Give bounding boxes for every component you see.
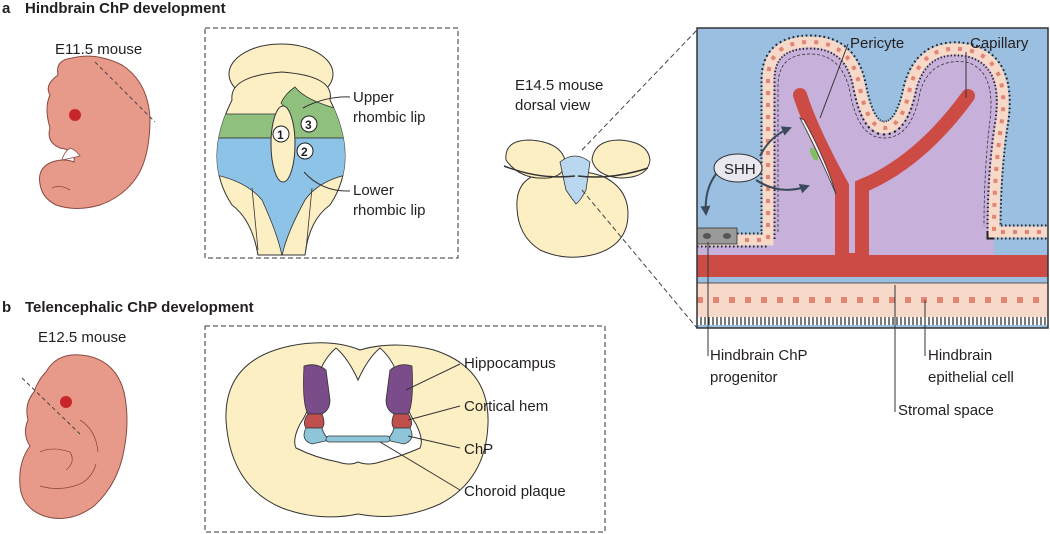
e11-5-section-line — [94, 61, 156, 123]
pericyte-leader — [819, 43, 849, 119]
panel-a-title: Hindbrain ChP development — [25, 0, 226, 17]
region-marker-2: 2 — [296, 142, 314, 160]
upper-lip-leader — [302, 96, 351, 109]
shh-arrow-right — [755, 179, 810, 194]
capillary-label: Capillary — [970, 35, 1029, 52]
zoom-line-top — [581, 29, 698, 151]
detail-frame — [696, 27, 1049, 329]
e12-5-label: E12.5 mouse — [38, 329, 126, 346]
capillary-trunk — [697, 255, 1048, 277]
shh-label: SHH — [724, 161, 756, 178]
hippocampus-leader — [405, 363, 461, 391]
shh-arrow-up — [759, 126, 792, 157]
pericyte-label: Pericyte — [850, 35, 904, 52]
svg-text:1: 1 — [277, 128, 284, 142]
panel-b-letter: b — [2, 299, 11, 316]
region-marker-3: 3 — [300, 115, 318, 133]
e14-5-label-line1: E14.5 mouse — [515, 77, 603, 94]
e11-5-embryo — [39, 55, 151, 209]
zoom-line-bottom — [581, 189, 698, 329]
choroid-plaque-leader — [379, 441, 461, 491]
svg-text:2: 2 — [301, 145, 308, 159]
epithelial-label-line1: Hindbrain — [928, 347, 992, 364]
roof-plate — [270, 105, 296, 183]
chp-detail-panel — [697, 28, 1048, 328]
e14-5-label-line2: dorsal view — [515, 97, 590, 114]
e14-5-dorsal-brain — [503, 139, 651, 258]
stromal-label: Stromal space — [898, 402, 994, 419]
panel-b-title: Telencephalic ChP development — [25, 299, 254, 316]
shh-arrow-down — [700, 173, 717, 216]
lower-lip-leader — [303, 171, 351, 192]
chp-label: ChP — [464, 441, 493, 458]
chp-right — [384, 427, 413, 445]
chp-leader — [407, 435, 461, 449]
choroid-plaque — [325, 435, 391, 443]
choroid-plaque-label: Choroid plaque — [464, 483, 566, 500]
panel-a-letter: a — [2, 0, 11, 17]
lower-lip-label-line1: Lower — [353, 182, 394, 199]
progenitor-label-line2: progenitor — [710, 369, 778, 386]
hindbrain-diagram — [216, 43, 346, 256]
cortical-hem-left — [304, 413, 325, 429]
region-marker-1: 1 — [272, 125, 290, 143]
e12-5-embryo — [19, 354, 128, 519]
pericyte — [799, 117, 837, 195]
telencephalon-dashed-box — [204, 325, 606, 533]
cortical-hem-label: Cortical hem — [464, 398, 548, 415]
hippocampus-label: Hippocampus — [464, 355, 556, 372]
hindbrain-dashed-box — [204, 27, 459, 259]
shh-oval — [713, 153, 763, 183]
upper-lip-label-line1: Upper — [353, 89, 394, 106]
progenitor-cells — [697, 227, 738, 245]
lower-lip-label-line2: rhombic lip — [353, 202, 426, 219]
lower-rhombic-lip — [217, 137, 345, 255]
svg-text:3: 3 — [305, 118, 312, 132]
epithelial-label-line2: epithelial cell — [928, 369, 1014, 386]
hippocampus-left — [303, 364, 331, 415]
telencephalon-diagram — [225, 342, 489, 518]
hippocampus-right — [385, 364, 413, 415]
upper-lip-label-line2: rhombic lip — [353, 109, 426, 126]
progenitor-label-line1: Hindbrain ChP — [710, 347, 808, 364]
cortical-hem-leader — [407, 405, 461, 421]
cortical-hem-right — [391, 413, 412, 429]
e11-5-label: E11.5 mouse — [55, 41, 142, 58]
